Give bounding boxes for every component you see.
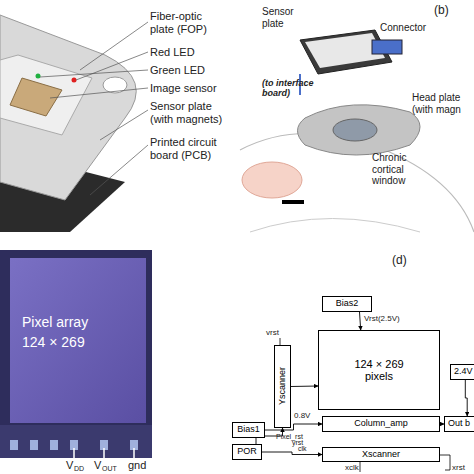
wire	[360, 462, 361, 472]
scale-bar	[282, 200, 304, 204]
green-led	[36, 74, 41, 79]
bias-box: Bias2	[322, 296, 372, 312]
part-label: Head plate (with magn	[412, 92, 474, 115]
bias-box: 2.4V	[450, 364, 474, 380]
cortical-window	[333, 119, 377, 141]
signal-arrow	[291, 386, 318, 388]
panel-label: (d)	[392, 254, 407, 268]
chip-label: 124 × 269	[22, 334, 85, 350]
pin-arrow	[73, 448, 75, 458]
part-label: Green LED	[150, 64, 205, 77]
pin-arrow	[103, 448, 105, 458]
buffer-box: Out b	[444, 416, 474, 432]
sensor-plate	[0, 15, 136, 200]
leader-line	[90, 145, 148, 195]
box-text: Column_amp	[354, 419, 408, 429]
signal-arrow	[360, 312, 361, 330]
mouse-ear	[242, 162, 302, 198]
part-label: Sensor plate (with magnets)	[150, 100, 232, 125]
part-label: Sensor plate	[262, 6, 302, 29]
part-label: Image sensor	[150, 82, 217, 95]
pin-name: V	[66, 459, 73, 472]
part-label: Printed circuit board (PCB)	[150, 136, 232, 161]
part-label: Red LED	[150, 46, 195, 59]
signal-name: vrst	[266, 328, 279, 337]
pad	[10, 440, 18, 450]
pin-name: gnd	[128, 459, 146, 472]
scanner-box: Xscanner	[322, 447, 440, 462]
pixel-array-box: 124 × 269 pixels	[318, 330, 440, 410]
pin-subscript: DD	[74, 465, 84, 473]
pin-arrow	[133, 448, 135, 458]
box-text: Bias2	[336, 299, 359, 309]
box-text: Out b	[448, 419, 470, 429]
chip-label: Pixel array	[22, 314, 88, 330]
leader-line	[100, 110, 148, 140]
red-led	[72, 78, 77, 83]
box-text: Yscanner	[278, 367, 288, 405]
image-sensor	[10, 78, 62, 116]
signal-arrow	[262, 452, 322, 455]
pad	[50, 440, 58, 450]
signal-name: clk	[298, 445, 307, 453]
leader-line	[76, 52, 148, 80]
amplifier-box: Column_amp	[322, 416, 440, 432]
signal-arrow	[465, 380, 467, 416]
signal-name: xclk	[345, 463, 359, 472]
leader-line	[40, 70, 148, 77]
pad-area	[0, 425, 152, 458]
pixel-array	[10, 258, 146, 423]
pin-name: V	[94, 459, 101, 472]
voltage-label: 0.8V	[294, 411, 310, 420]
leader-line	[50, 88, 148, 98]
part-label: Fiber-optic plate (FOP)	[150, 10, 222, 35]
reset-box: POR	[232, 444, 262, 460]
bias-box: Bias1	[232, 422, 265, 438]
box-text: 2.4V	[454, 367, 473, 377]
pin-subscript: OUT	[102, 465, 117, 473]
mouse-outline	[250, 219, 420, 233]
head-plate	[298, 105, 421, 155]
scanner-box: Yscanner	[274, 345, 291, 428]
pad	[30, 440, 38, 450]
connector	[372, 40, 402, 54]
part-label: Connector	[380, 22, 426, 34]
box-text: Xscanner	[362, 450, 400, 460]
box-text: Bias1	[237, 425, 260, 435]
box-text: POR	[237, 447, 257, 457]
leader-line	[80, 22, 148, 70]
panel-label: (b)	[434, 4, 449, 18]
voltage-label: Vrst(2.5V)	[364, 314, 400, 323]
box-text: 124 × 269 pixels	[349, 358, 409, 382]
wire	[280, 338, 281, 345]
note: (to interface board)	[262, 78, 324, 99]
pin-arrows	[74, 448, 134, 458]
wire	[440, 455, 450, 470]
chip-die	[0, 250, 152, 458]
part-label: Chronic cortical window	[372, 152, 424, 187]
leader-lines	[40, 22, 148, 195]
signal-name: xrst	[452, 463, 465, 472]
